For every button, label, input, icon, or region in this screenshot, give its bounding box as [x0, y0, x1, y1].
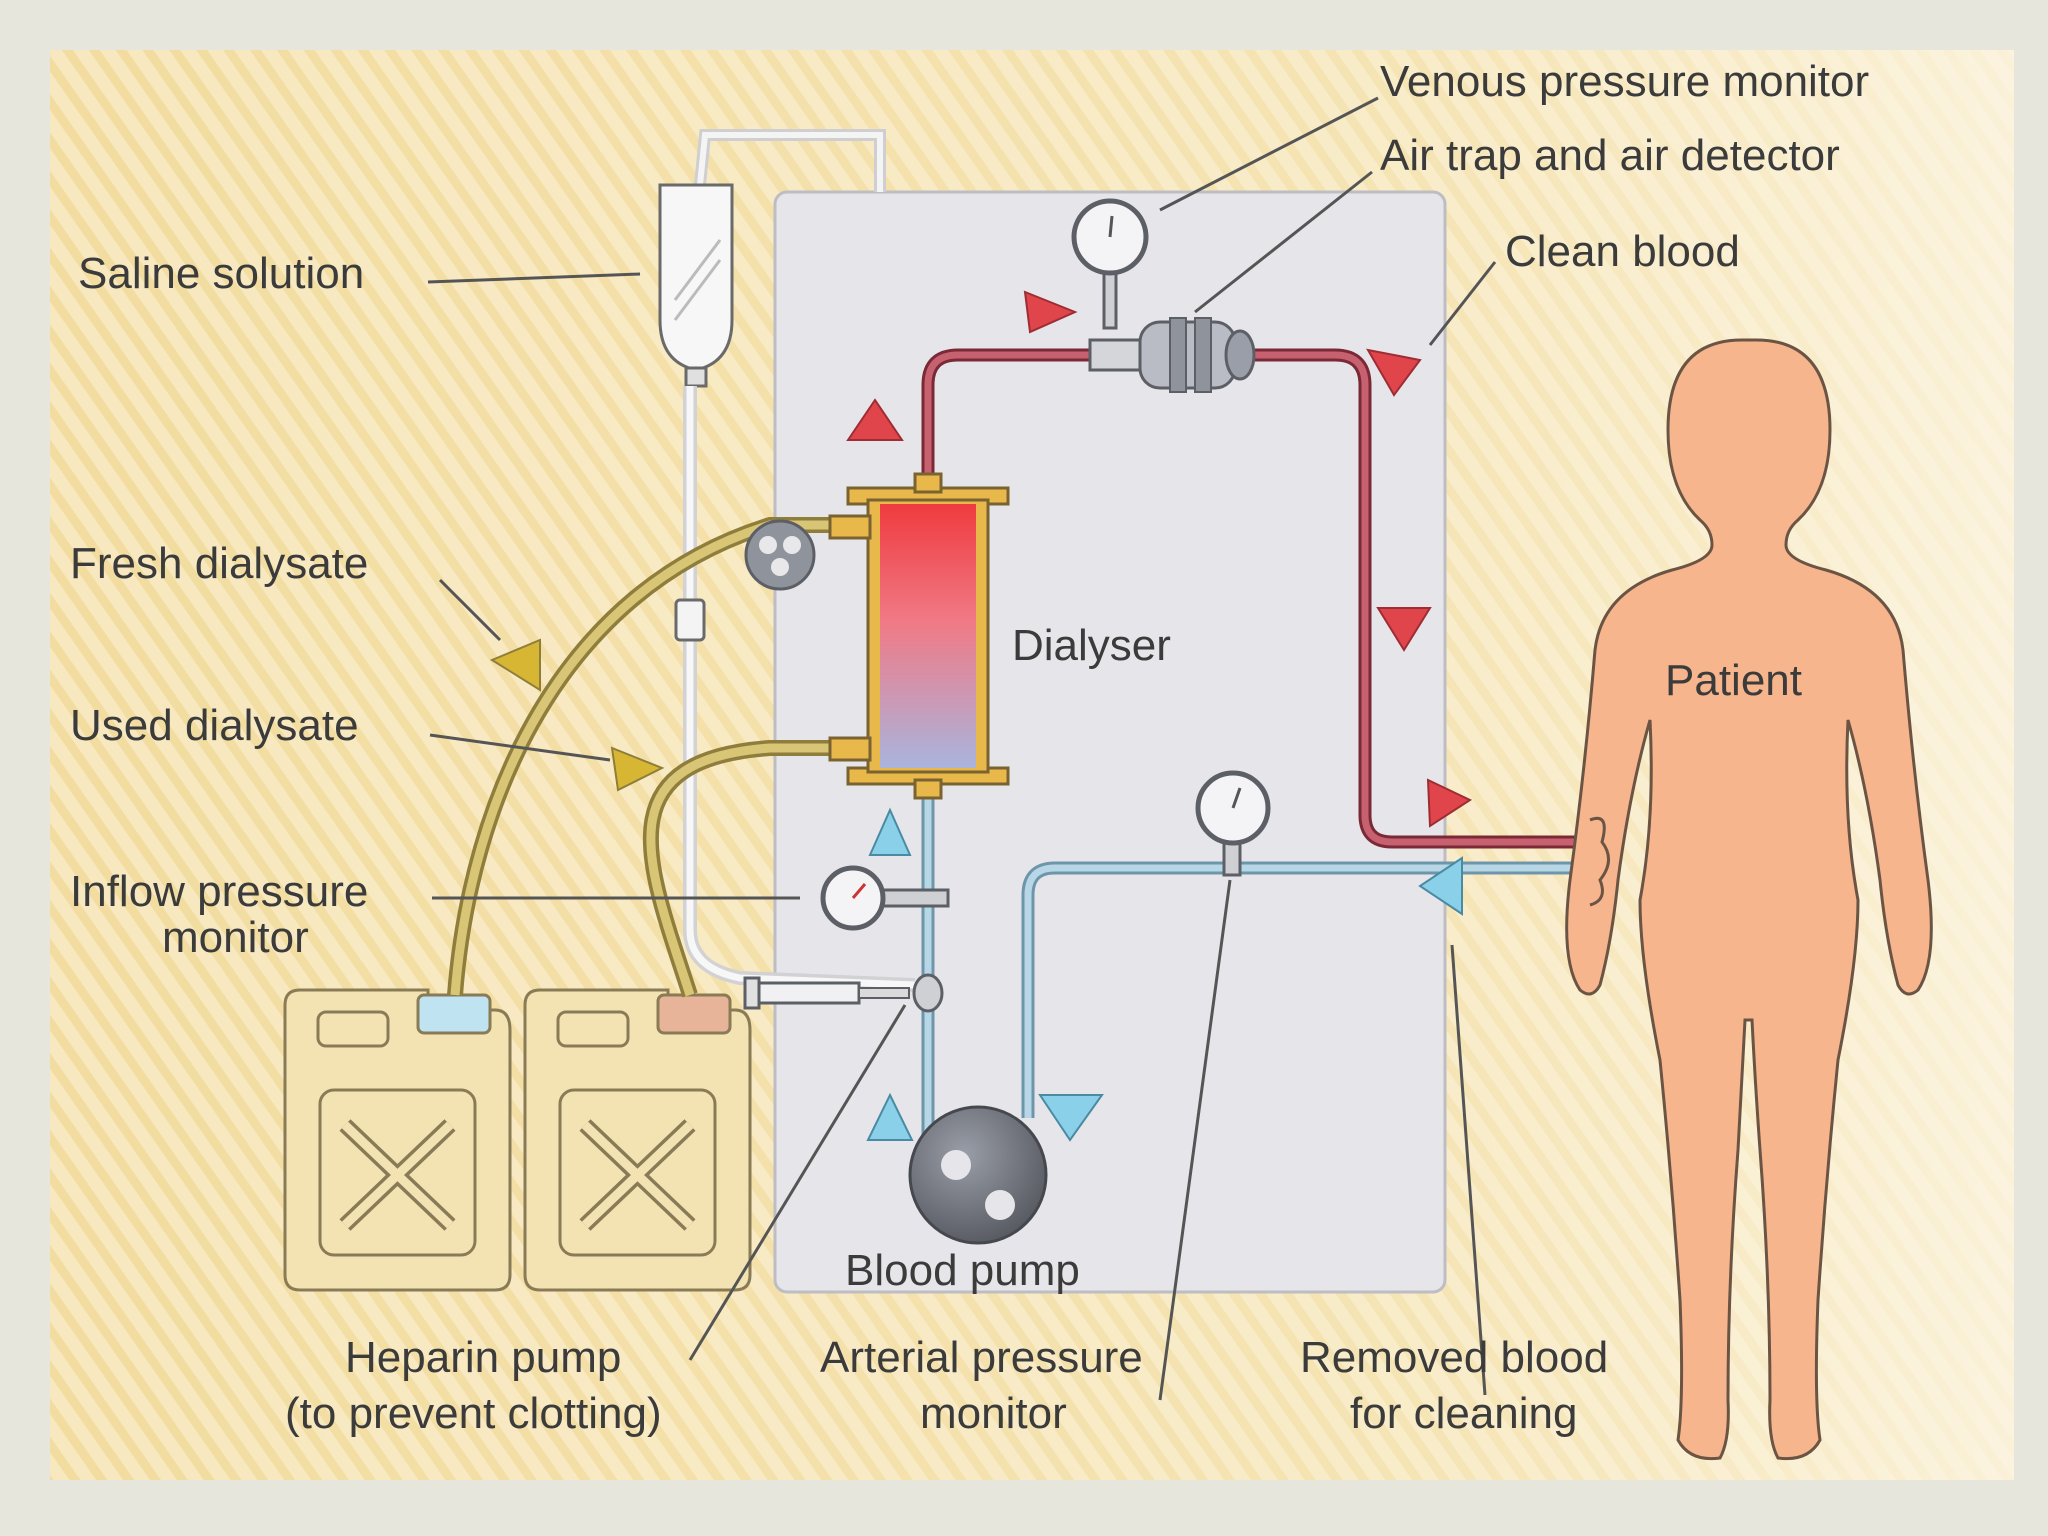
arterial-pressure-gauge: [1195, 770, 1271, 877]
label-removed-line2: for cleaning: [1350, 1389, 1577, 1438]
label-blood-pump: Blood pump: [845, 1246, 1080, 1295]
air-trap: [1088, 317, 1256, 393]
drip-chamber: [674, 598, 706, 642]
label-clean-blood: Clean blood: [1505, 227, 1740, 276]
label-fresh-dialysate: Fresh dialysate: [70, 539, 368, 588]
heparin-syringe: [743, 973, 944, 1013]
label-used-dialysate: Used dialysate: [70, 701, 359, 750]
venous-pressure-gauge: [1071, 198, 1149, 330]
patient-silhouette: [1565, 338, 1933, 1461]
label-heparin-line1: Heparin pump: [345, 1333, 621, 1382]
label-inflow-pressure-line2: monitor: [162, 913, 309, 962]
inflow-pressure-gauge: [820, 865, 950, 931]
saline-bag: [658, 183, 734, 388]
label-arterial-line1: Arterial pressure: [820, 1333, 1143, 1382]
fresh-dialysate-canister: [283, 988, 512, 1292]
flow-arrows: [489, 290, 1473, 1142]
label-inflow-pressure-line1: Inflow pressure: [70, 867, 368, 916]
blood-pump: [908, 1105, 1048, 1245]
label-removed-line1: Removed blood: [1300, 1333, 1608, 1382]
label-patient: Patient: [1665, 656, 1802, 705]
used-dialysate-canister: [523, 988, 752, 1292]
leader-lines: [427, 96, 1497, 1401]
label-arterial-line2: monitor: [920, 1389, 1067, 1438]
dialyser: [828, 472, 1010, 800]
label-heparin-line2: (to prevent clotting): [285, 1389, 662, 1438]
dialysate-pump: [744, 519, 816, 591]
label-saline-solution: Saline solution: [78, 249, 364, 298]
label-air-trap: Air trap and air detector: [1380, 131, 1840, 180]
label-venous-monitor: Venous pressure monitor: [1380, 57, 1869, 106]
label-dialyser: Dialyser: [1012, 621, 1171, 670]
